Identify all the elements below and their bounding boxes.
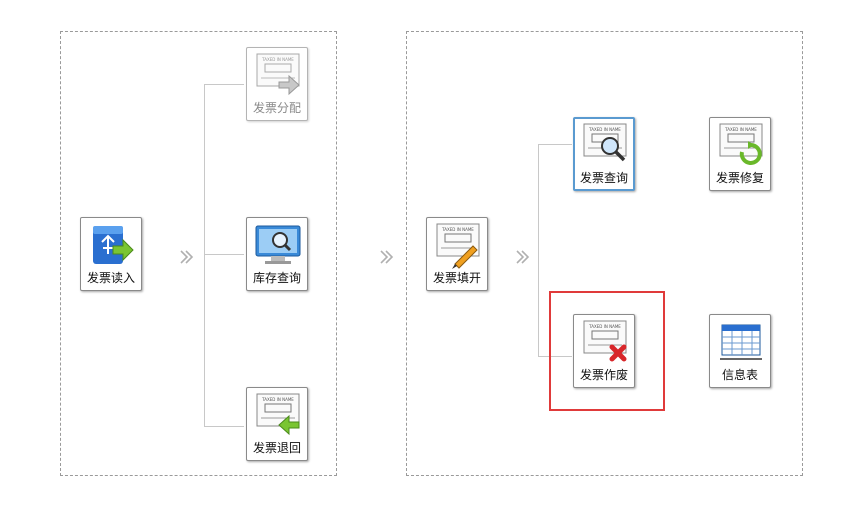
- invoice-header-text: TAXED IN NAME: [724, 127, 757, 132]
- invoice-header-text: TAXED IN NAME: [588, 127, 621, 132]
- tile-label: 发票查询: [579, 171, 628, 185]
- invoice-header-text: TAXED IN NAME: [441, 227, 474, 232]
- tile-label: 发票退回: [252, 441, 301, 455]
- tile-label: 发票读入: [86, 271, 135, 285]
- connector-line: [538, 144, 539, 356]
- connector-line: [204, 84, 205, 426]
- right-flow-panel: [406, 31, 803, 476]
- invoice-repair-icon: TAXED IN NAME: [719, 123, 763, 165]
- tile-label: 信息表: [721, 368, 758, 382]
- invoice-void-button[interactable]: TAXED IN NAME 发票作废: [573, 314, 635, 388]
- invoice-void-icon: TAXED IN NAME: [583, 320, 627, 362]
- invoice-header-text: TAXED IN NAME: [261, 397, 294, 402]
- flow-arrow-icon: [180, 250, 194, 264]
- connector-line: [204, 254, 244, 255]
- invoice-pen-icon: TAXED IN NAME: [436, 223, 480, 269]
- tile-label: 发票填开: [432, 271, 481, 285]
- usb-import-icon: [93, 226, 134, 264]
- connector-line: [538, 356, 572, 357]
- stock-query-button[interactable]: 库存查询: [246, 217, 308, 291]
- invoice-fill-button[interactable]: TAXED IN NAME 发票填开: [426, 217, 488, 291]
- tile-label: 发票分配: [252, 101, 301, 115]
- flow-arrow-icon: [380, 250, 394, 264]
- connector-line: [204, 84, 244, 85]
- invoice-assign-button[interactable]: TAXED IN NAME 发票分配: [246, 47, 308, 121]
- invoice-forward-icon: TAXED IN NAME: [256, 53, 300, 96]
- invoice-repair-button[interactable]: TAXED IN NAME 发票修复: [709, 117, 771, 191]
- invoice-header-text: TAXED IN NAME: [588, 324, 621, 329]
- connector-line: [204, 426, 244, 427]
- info-table-button[interactable]: 信息表: [709, 314, 771, 388]
- tile-label: 发票作废: [579, 368, 628, 382]
- flow-arrow-icon: [516, 250, 530, 264]
- invoice-query-button[interactable]: TAXED IN NAME 发票查询: [573, 117, 635, 191]
- connector-line: [538, 144, 572, 145]
- tile-label: 发票修复: [715, 171, 764, 185]
- table-icon: [720, 324, 762, 360]
- invoice-return-button[interactable]: TAXED IN NAME 发票退回: [246, 387, 308, 461]
- invoice-header-text: TAXED IN NAME: [261, 57, 294, 62]
- left-flow-panel: [60, 31, 337, 476]
- highlight-box: [549, 291, 665, 411]
- invoice-read-button[interactable]: 发票读入: [80, 217, 142, 291]
- monitor-search-icon: [255, 225, 301, 264]
- invoice-search-icon: TAXED IN NAME: [583, 123, 627, 162]
- tile-label: 库存查询: [252, 271, 301, 285]
- invoice-return-icon: TAXED IN NAME: [256, 393, 300, 436]
